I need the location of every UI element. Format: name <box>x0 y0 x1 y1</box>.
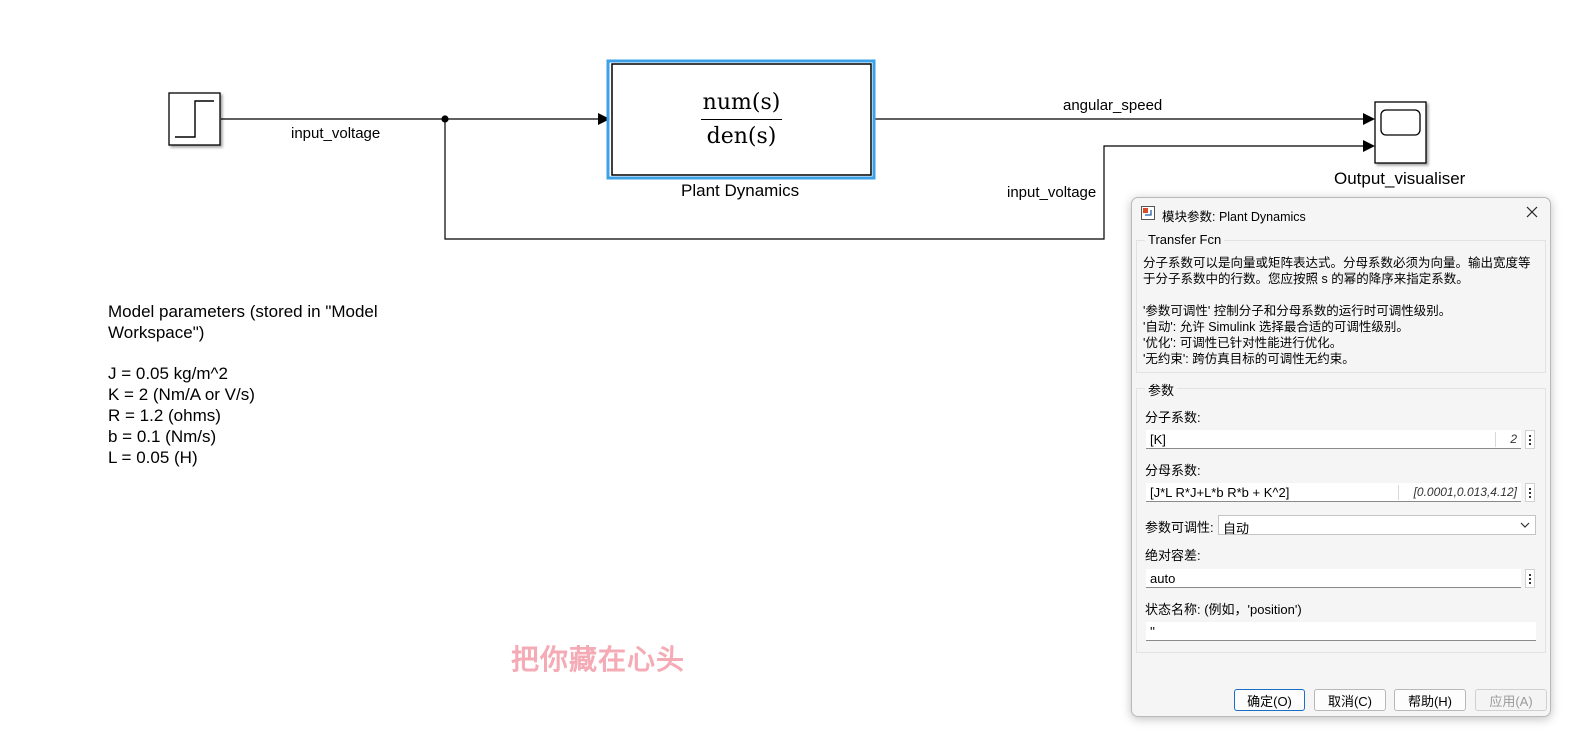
abs-tol-options-icon[interactable] <box>1525 569 1535 588</box>
state-name-label: 状态名称: (例如，'position') <box>1145 602 1302 617</box>
param-line: K = 2 (Nm/A or V/s) <box>108 385 255 404</box>
scope-block[interactable] <box>1374 101 1427 164</box>
chevron-down-icon <box>1520 522 1530 528</box>
state-name-field[interactable]: '' <box>1146 622 1536 641</box>
tunability-label: 参数可调性: <box>1145 520 1214 535</box>
denominator-value: [J*L R*J+L*b R*b + K^2] <box>1150 485 1290 500</box>
param-line: L = 0.05 (H) <box>108 448 198 467</box>
signal-label-angular-speed[interactable]: angular_speed <box>1063 97 1163 114</box>
signal-feedback-line[interactable] <box>444 119 1375 240</box>
param-line: J = 0.05 kg/m^2 <box>108 364 228 383</box>
numerator-options-icon[interactable] <box>1525 430 1535 449</box>
description-line: '优化': 可调性已针对性能进行优化。 <box>1143 336 1343 350</box>
abs-tol-value: auto <box>1150 571 1176 586</box>
cancel-button[interactable]: 取消(C) <box>1314 689 1386 711</box>
dialog-title: 模块参数: Plant Dynamics <box>1162 210 1306 224</box>
denominator-label: 分母系数: <box>1145 463 1201 478</box>
numerator-evaluated: 2 <box>1510 432 1517 446</box>
annotation-title: Model parameters (stored in "Model Works… <box>108 302 378 342</box>
signal-label-input-voltage-feedback[interactable]: input_voltage <box>1007 184 1097 201</box>
description-line: '无约束': 跨仿真目标的可调性无约束。 <box>1143 352 1355 366</box>
close-icon[interactable] <box>1522 202 1542 222</box>
state-name-value: '' <box>1150 624 1155 639</box>
block-parameters-dialog: 模块参数: Plant Dynamics Transfer Fcn 分子系数可以… <box>1131 197 1551 717</box>
description-paragraph: 分子系数可以是向量或矩阵表达式。分母系数必须为向量。输出宽度等于分子系数中的行数… <box>1143 256 1531 286</box>
parameters-group: 参数 <box>1136 380 1546 653</box>
tunability-value: 自动 <box>1223 521 1250 536</box>
help-button[interactable]: 帮助(H) <box>1394 689 1466 711</box>
abs-tol-label: 绝对容差: <box>1145 548 1201 563</box>
dialog-titlebar[interactable]: 模块参数: Plant Dynamics <box>1132 198 1550 228</box>
description-group: Transfer Fcn <box>1136 232 1546 373</box>
tf-numerator: num(s) <box>700 90 783 120</box>
denominator-options-icon[interactable] <box>1525 483 1535 502</box>
signal-label-input-voltage[interactable]: input_voltage <box>291 125 381 142</box>
description-line: '自动': 允许 Simulink 选择最合适的可调性级别。 <box>1143 320 1409 334</box>
abs-tol-field[interactable]: auto <box>1146 569 1521 588</box>
model-parameters-annotation[interactable]: Model parameters (stored in "Model Works… <box>108 301 408 468</box>
transfer-function-expression: num(s) den(s) <box>612 64 871 175</box>
signal-input-voltage-line[interactable] <box>221 113 610 125</box>
apply-button[interactable]: 应用(A) <box>1475 689 1547 711</box>
signal-angular-speed-line[interactable] <box>874 113 1375 125</box>
numerator-field[interactable]: [K] 2 <box>1146 430 1521 449</box>
step-block[interactable] <box>168 92 221 146</box>
description-line: '参数可调性' 控制分子和分母系数的运行时可调性级别。 <box>1143 304 1452 318</box>
numerator-label: 分子系数: <box>1145 410 1201 425</box>
plant-dynamics-name[interactable]: Plant Dynamics <box>681 181 800 200</box>
ok-button[interactable]: 确定(O) <box>1234 689 1305 711</box>
plant-dynamics-block[interactable] <box>606 59 876 180</box>
denominator-evaluated: [0.0001,0.013,4.12] <box>1413 485 1517 499</box>
denominator-field[interactable]: [J*L R*J+L*b R*b + K^2] [0.0001,0.013,4.… <box>1146 483 1521 502</box>
simulink-app-icon <box>1141 206 1155 220</box>
parameters-legend: 参数 <box>1145 380 1178 399</box>
block-description: 分子系数可以是向量或矩阵表达式。分母系数必须为向量。输出宽度等于分子系数中的行数… <box>1143 255 1535 367</box>
scope-name[interactable]: Output_visualiser <box>1334 169 1466 188</box>
param-line: b = 0.1 (Nm/s) <box>108 427 217 446</box>
tf-denominator: den(s) <box>706 124 777 149</box>
watermark-text: 把你藏在心头 <box>511 643 686 676</box>
block-type-label: Transfer Fcn <box>1145 232 1225 247</box>
tunability-dropdown[interactable]: 自动 <box>1218 515 1536 536</box>
numerator-value: [K] <box>1150 432 1166 447</box>
param-line: R = 1.2 (ohms) <box>108 406 221 425</box>
